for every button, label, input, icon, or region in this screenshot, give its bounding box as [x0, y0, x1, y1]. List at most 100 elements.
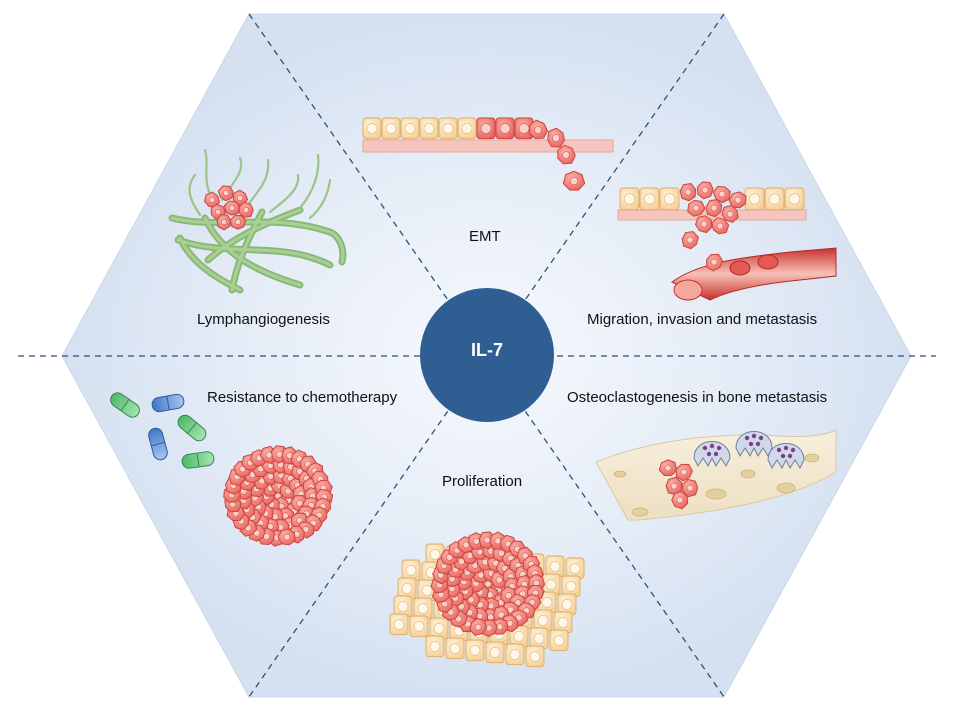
cell-nucleus — [734, 196, 742, 204]
cell-nucleus — [686, 484, 694, 492]
emt-illustration — [362, 117, 614, 191]
cell-nucleus — [228, 204, 236, 212]
center-circle — [420, 288, 554, 422]
cell-nucleus — [467, 596, 475, 604]
cell-nucleus — [214, 208, 222, 216]
cell-nucleus — [569, 563, 581, 574]
red-blood-cell — [757, 254, 779, 270]
osteoclastogenesis-illustration — [595, 429, 837, 521]
cell-nucleus — [788, 193, 801, 205]
red-blood-cell — [729, 260, 751, 276]
cell-nucleus — [623, 193, 636, 205]
cell-nucleus — [397, 601, 409, 612]
migration-illustration — [617, 181, 837, 301]
cell-nucleus — [484, 580, 492, 588]
cell-nucleus — [461, 123, 473, 134]
label-migration: Migration, invasion and metastasis — [587, 311, 818, 328]
cell-nucleus — [537, 615, 549, 626]
cell-nucleus — [497, 549, 505, 557]
cell-nucleus — [716, 222, 724, 230]
cell-nucleus — [449, 643, 461, 654]
cell-nucleus — [565, 581, 577, 592]
osteoclast — [735, 431, 773, 458]
cell-nucleus — [545, 579, 557, 590]
label-osteoclastogenesis: Osteoclastogenesis in bone metastasis — [567, 389, 828, 406]
cell-nucleus — [472, 537, 480, 545]
cell-nucleus — [385, 123, 397, 134]
cell-nucleus — [513, 631, 525, 642]
cell-nucleus — [208, 196, 216, 204]
cell-nucleus — [413, 621, 425, 632]
cell-nucleus — [676, 496, 684, 504]
label-emt: EMT — [469, 228, 501, 245]
cell-nucleus — [442, 123, 454, 134]
resistance-illustration — [110, 392, 334, 547]
cell-nucleus — [553, 635, 565, 646]
cell-nucleus — [643, 193, 656, 205]
cell-nucleus — [433, 623, 445, 634]
cell-nucleus — [718, 190, 726, 198]
cell-nucleus — [499, 123, 511, 134]
cell-nucleus — [552, 134, 560, 142]
cell-nucleus — [680, 468, 688, 476]
cell-nucleus — [366, 123, 378, 134]
cell-nucleus — [483, 536, 491, 544]
label-proliferation: Proliferation — [442, 473, 523, 490]
cell-nucleus — [494, 537, 502, 545]
cell-nucleus — [533, 633, 545, 644]
cell-nucleus — [569, 176, 579, 186]
capsule-icons — [110, 392, 215, 469]
cell-nucleus — [421, 585, 433, 596]
center-label: IL-7 — [470, 340, 503, 360]
cell-nucleus — [684, 188, 692, 196]
cell-nucleus — [663, 193, 676, 205]
cell-nucleus — [429, 641, 441, 652]
cell-nucleus — [557, 617, 569, 628]
cell-nucleus — [726, 210, 734, 218]
cell-nucleus — [505, 592, 513, 599]
cell-nucleus — [401, 583, 413, 594]
cell-nucleus — [692, 204, 700, 212]
cell-nucleus — [710, 204, 718, 212]
cell-nucleus — [404, 123, 416, 134]
cell-nucleus — [423, 123, 435, 134]
cell-nucleus — [275, 450, 283, 458]
osteoclast — [693, 441, 731, 468]
cell-nucleus — [541, 597, 553, 608]
cell-nucleus — [296, 499, 304, 507]
label-lymphangiogenesis: Lymphangiogenesis — [197, 311, 330, 328]
cell-nucleus — [236, 194, 244, 202]
cell-nucleus — [489, 647, 501, 658]
cell-nucleus — [561, 599, 573, 610]
cell-nucleus — [664, 464, 672, 472]
cell-nucleus — [495, 576, 503, 584]
cell-nucleus — [562, 151, 570, 159]
cell-nucleus — [405, 565, 417, 576]
cell-nucleus — [283, 533, 291, 541]
cell-nucleus — [242, 206, 250, 214]
cell-nucleus — [497, 611, 505, 619]
cell-nucleus — [509, 649, 521, 660]
segment-dividers — [18, 13, 936, 698]
cell-nucleus — [748, 193, 761, 205]
cell-nucleus — [518, 123, 530, 134]
cell-nucleus — [700, 220, 708, 228]
cell-nucleus — [710, 258, 718, 266]
cell-nucleus — [480, 123, 492, 134]
cell-nucleus — [686, 236, 694, 244]
cell-nucleus — [393, 619, 405, 630]
cell-nucleus — [429, 549, 441, 560]
cell-nucleus — [474, 623, 482, 631]
cell-nucleus — [534, 126, 542, 134]
lymphangiogenesis-illustration — [168, 148, 347, 294]
cell-nucleus — [487, 613, 494, 621]
proliferation-illustration — [389, 531, 585, 668]
cell-nucleus — [529, 651, 541, 662]
cell-nucleus — [515, 614, 523, 622]
cell-nucleus — [670, 482, 678, 490]
label-resistance: Resistance to chemotherapy — [207, 389, 398, 406]
cell-nucleus — [549, 561, 561, 572]
cell-nucleus — [701, 186, 709, 194]
cell-nucleus — [469, 645, 481, 656]
